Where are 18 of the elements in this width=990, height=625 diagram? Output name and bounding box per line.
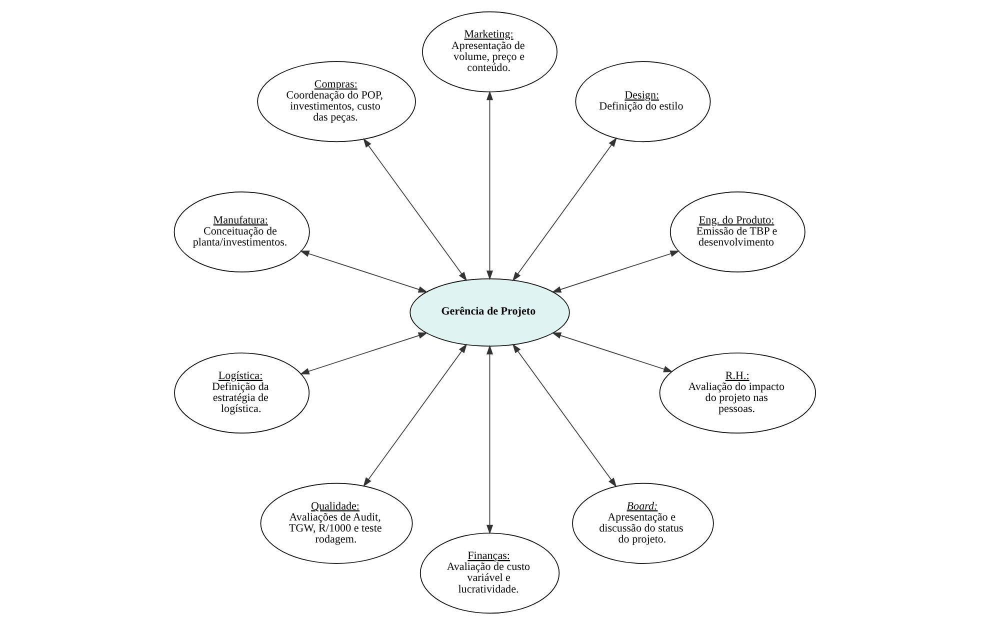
arrow	[512, 137, 617, 282]
node-ellipse: Compras: Coordenação do POP, investimentos, custo das peças.	[257, 61, 416, 142]
arrow	[486, 345, 494, 534]
arrow	[363, 138, 468, 282]
node-ellipse: Gerência de Projeto	[410, 278, 570, 347]
node-ellipse: Finanças: Avaliação de custo variável e lucratividade.	[420, 532, 560, 614]
node-ellipse: Board: Apresentação e discussão do status do projeto.	[572, 482, 714, 564]
arrow	[486, 90, 494, 280]
arrow	[300, 250, 428, 293]
node-ellipse: Qualidade: Avaliações de Audit, TGW, R/1000 e teste rodagem.	[260, 482, 413, 564]
arrow	[552, 250, 680, 293]
node-ellipse: Marketing: Apresentação de volume, preço e conteúdo.	[422, 11, 558, 92]
node-ellipse: R.H.: Avaliação do impacto do projeto nas pessoas.	[659, 352, 816, 434]
arrow	[300, 332, 428, 374]
arrow	[552, 332, 673, 372]
arrow	[363, 344, 468, 487]
arrow	[512, 344, 617, 488]
node-ellipse: Design: Definição do estilo	[575, 61, 711, 142]
